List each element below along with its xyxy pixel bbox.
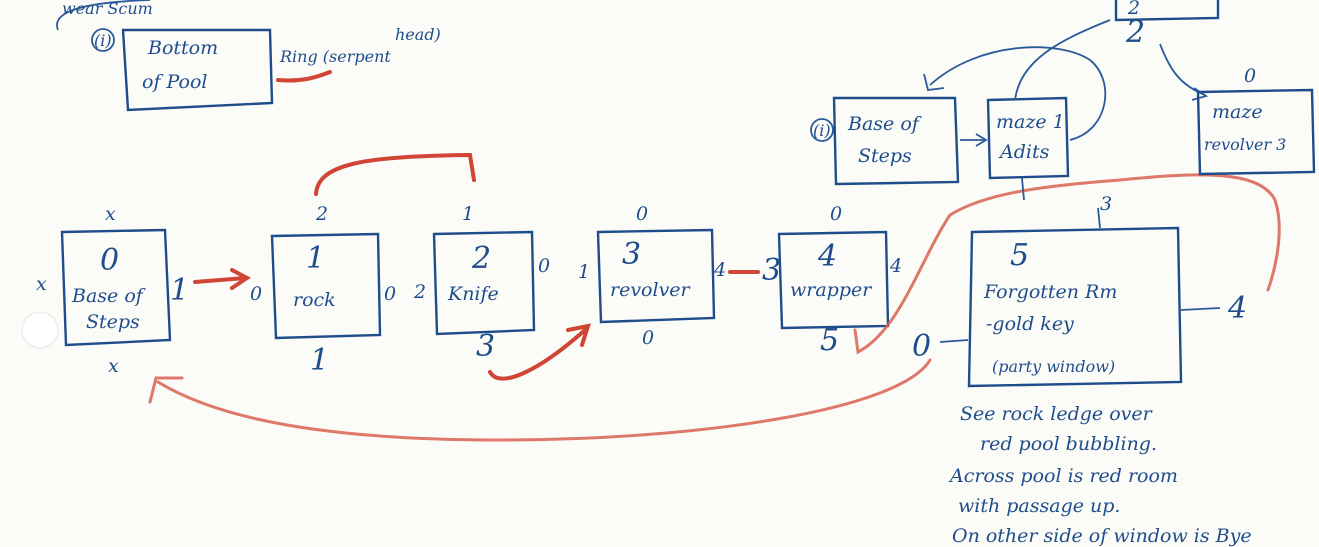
red-arrow [488,328,587,381]
exit-bottom: 5 [820,323,839,358]
exit-bottom: x [108,355,119,377]
bottom-pool-line1: Bottom [147,37,218,59]
bottom-pool-number: (i) [94,31,112,50]
room-line1: Forgotten Rm [983,281,1117,303]
maze-1-line2: Adits [998,141,1050,163]
red-arrow [193,276,247,284]
maze-2-number: 2 [1125,15,1145,50]
exit-top: 1 [462,203,474,225]
blue-link [1014,19,1111,101]
exit-top: 3 [1100,193,1112,215]
top-fragment-text: wear Scum [62,0,153,18]
maze-2-top-number: 2 [1127,0,1140,19]
exit-left: x [36,273,47,295]
room-number: 3 [622,237,641,272]
red-link [853,173,1281,355]
ring-note-1: Ring (serpent [279,47,391,66]
room-number: 4 [817,239,837,274]
maze-3-line2: revolver 3 [1204,135,1286,154]
room-number: 1 [306,241,325,276]
room-line1: Base of [71,285,146,307]
maze-3: 0 maze revolver 3 [1196,65,1316,176]
maze-2: 2 2 [1114,0,1220,50]
red-link [314,152,476,196]
maze-1-line1: maze 1 [996,111,1065,133]
room-number: 5 [1010,238,1029,273]
maze-3-line1: maze [1212,101,1263,123]
exit-top: x [105,203,116,225]
blue-link [1021,177,1025,201]
room-rock: 1 rock 2 0 0 1 [250,203,396,378]
room-number: 2 [471,241,491,276]
maze-1: maze 1 Adits [986,96,1070,180]
bottom-of-pool-room: wear Scum (i) Bottom of Pool Ring (serpe… [56,0,441,112]
exit-top: 0 [830,203,842,225]
red-return-arrow [156,358,932,442]
note-line-2: red pool bubbling. [980,433,1157,455]
upper-steps-line2: Steps [858,145,912,167]
room-revolver: 3 revolver 0 1 4 0 [578,203,726,349]
exit-left: 0 [912,329,931,364]
maze-3-number: 0 [1244,65,1256,87]
upper-steps-number: (i) [813,121,831,140]
red-arrowhead [230,268,251,290]
exit-right: 4 [713,259,726,281]
bottom-pool-line2: of Pool [142,71,207,93]
note-line-3: Across pool is red room [948,465,1178,487]
exit-left: 0 [250,283,262,305]
exit-right: 4 [1227,291,1247,326]
exit-left: 1 [578,261,590,283]
red-arrowhead [566,323,591,347]
red-return-arrowhead [148,376,184,404]
blue-arrowhead [1191,87,1209,101]
exit-bottom: 0 [642,327,654,349]
handwritten-notes: See rock ledge over red pool bubbling. A… [948,403,1252,547]
room-label: wrapper [790,279,873,301]
note-line-4: with passage up. [958,495,1120,517]
exit-bottom: 3 [476,329,495,364]
upper-base-of-steps: (i) Base of Steps [810,96,960,186]
room-knife: 2 Knife 1 2 0 3 [413,203,550,364]
room-forgotten: 5 Forgotten Rm -gold key (party window) … [912,193,1247,388]
note-line-1: See rock ledge over [960,403,1154,425]
room-line2: Steps [86,311,140,333]
blue-arrowhead [923,73,945,91]
exit-right: 4 [889,255,902,277]
upper-steps-line1: Base of [847,113,922,135]
blue-link [1159,43,1206,96]
exit-top: 2 [315,203,328,225]
room-label: revolver [610,279,692,301]
note-line-5: On other side of window is Bye [952,525,1252,547]
exit-right: 1 [170,273,189,308]
exit-top: 0 [636,203,648,225]
ring-note-2: head) [395,25,441,44]
room-line2: -gold key [986,313,1074,335]
exit-right: 0 [384,283,396,305]
room-label: Knife [447,283,499,305]
room-label: rock [293,289,336,311]
blue-curved-arrow [929,46,1107,141]
room-base-of-steps: 0 Base of Steps x x 1 x [21,203,189,377]
exit-right: 0 [538,255,550,277]
exit-bottom: 1 [310,343,329,378]
room-wrapper: 4 wrapper 0 3 4 5 [762,203,902,358]
exit-left: 3 [762,253,781,288]
exit-left: 2 [413,281,426,303]
blue-arrowhead [975,133,988,147]
room-line3: (party window) [992,357,1115,376]
room-number: 0 [100,243,119,278]
